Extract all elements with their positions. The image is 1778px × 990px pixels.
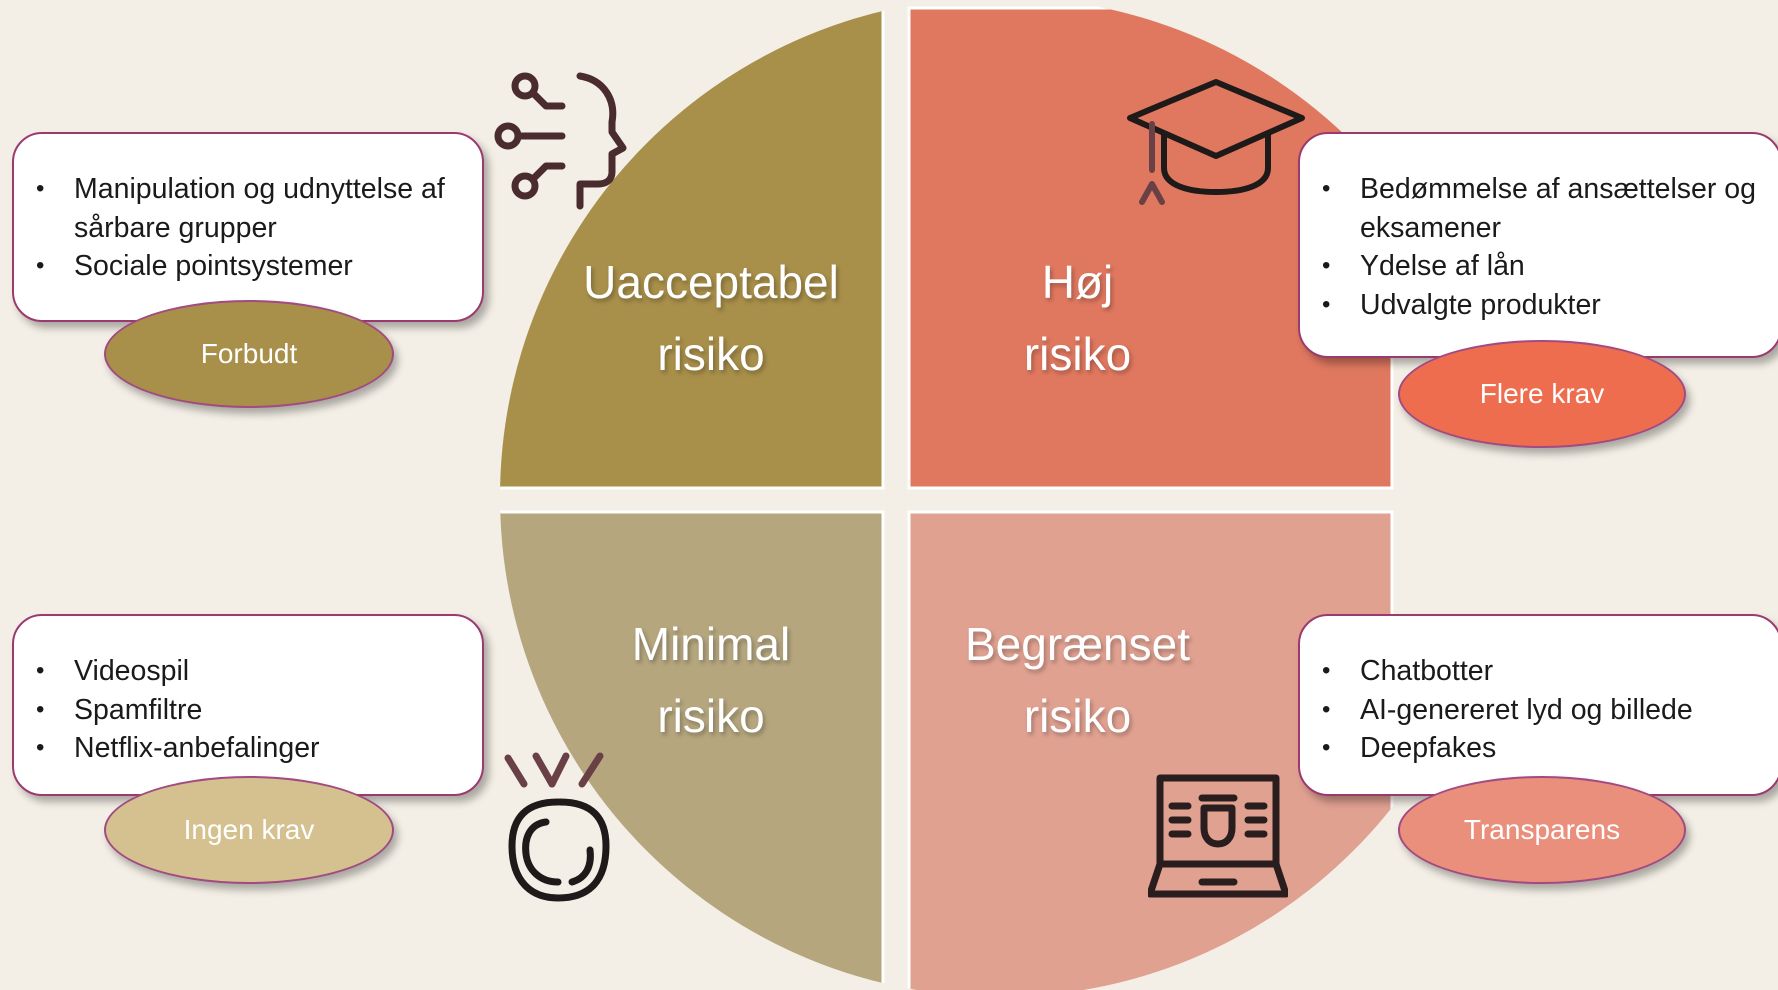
list-item: Bedømmelse af ansættelser og eksamener bbox=[1300, 170, 1778, 247]
quadrant-label-minimal: Minimal risiko bbox=[631, 618, 791, 742]
list-item: Ydelse af lån bbox=[1300, 247, 1778, 286]
requirement-label: Ingen krav bbox=[183, 814, 315, 845]
list-item: Chatbotter bbox=[1300, 652, 1778, 691]
examples-list-minimal: Videospil Spamfiltre Netflix-anbefalinge… bbox=[14, 652, 482, 768]
list-item: AI-genereret lyd og billede bbox=[1300, 691, 1778, 730]
examples-list-limited: Chatbotter AI-genereret lyd og billede D… bbox=[1300, 652, 1778, 768]
ai-head-circuit-icon bbox=[494, 72, 627, 210]
list-item: Deepfakes bbox=[1300, 729, 1778, 768]
quadrant-label-high: Høj risiko bbox=[1023, 256, 1132, 380]
callout-unacceptable: Manipulation og udnyttelse af sårbare gr… bbox=[12, 132, 484, 322]
requirement-label: Forbudt bbox=[200, 338, 298, 369]
examples-list-high: Bedømmelse af ansættelser og eksamener Y… bbox=[1300, 170, 1778, 324]
list-item: Netflix-anbefalinger bbox=[14, 729, 482, 768]
requirement-label: Flere krav bbox=[1479, 378, 1605, 409]
requirement-label: Transparens bbox=[1463, 814, 1621, 845]
laptop-bug-icon bbox=[1148, 774, 1288, 898]
requirement-badge-high: Flere krav bbox=[1398, 340, 1686, 448]
medal-icon bbox=[504, 752, 610, 902]
callout-limited: Chatbotter AI-genereret lyd og billede D… bbox=[1298, 614, 1778, 796]
requirement-badge-minimal: Ingen krav bbox=[104, 776, 394, 884]
list-item: Videospil bbox=[14, 652, 482, 691]
requirement-badge-unacceptable: Forbudt bbox=[104, 300, 394, 408]
quadrant-label-unacceptable: Uacceptabel risiko bbox=[583, 256, 839, 380]
list-item: Udvalgte produkter bbox=[1300, 286, 1778, 325]
graduation-cap-icon bbox=[1127, 79, 1305, 205]
callout-high: Bedømmelse af ansættelser og eksamener Y… bbox=[1298, 132, 1778, 358]
callout-minimal: Videospil Spamfiltre Netflix-anbefalinge… bbox=[12, 614, 484, 796]
list-item: Spamfiltre bbox=[14, 691, 482, 730]
requirement-badge-limited: Transparens bbox=[1398, 776, 1686, 884]
list-item: Sociale pointsystemer bbox=[14, 247, 482, 286]
examples-list-unacceptable: Manipulation og udnyttelse af sårbare gr… bbox=[14, 170, 482, 286]
quadrant-label-limited: Begrænset risiko bbox=[964, 618, 1190, 742]
list-item: Manipulation og udnyttelse af sårbare gr… bbox=[14, 170, 482, 247]
